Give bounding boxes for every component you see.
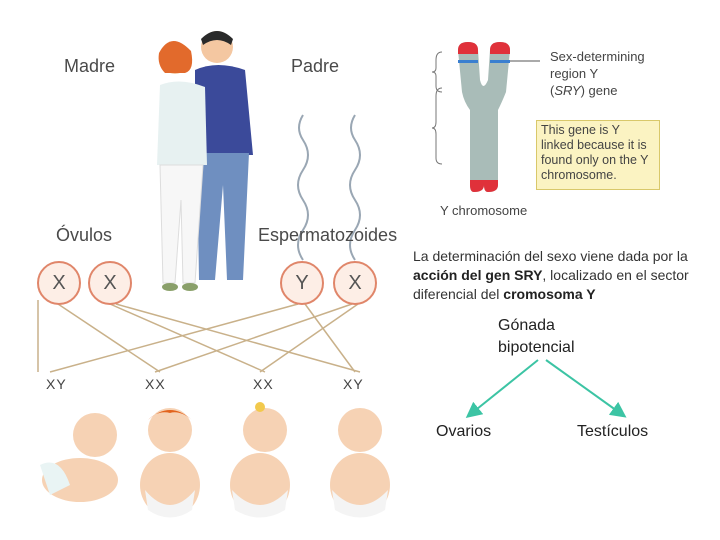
gonad-line-2: bipotencial [498, 339, 575, 356]
sperm-2: X [333, 261, 377, 305]
sperm-label: Espermatozoides [258, 225, 398, 245]
sry-line-1: Sex-determining [550, 49, 645, 64]
text-part-1: La determinación del sexo viene dada por… [413, 248, 688, 264]
ovum-2: X [88, 261, 132, 305]
father-label: Padre [291, 56, 340, 76]
sry-region-label: Sex-determining region Y (SRY) gene [550, 48, 645, 99]
bipotential-gonad-label: Gónada bipotencial [498, 315, 575, 359]
text-bold-2: cromosoma Y [503, 286, 596, 302]
sperm-1: Y [280, 261, 324, 305]
sry-gene-word: gene [584, 83, 618, 98]
y-linked-note: This gene is Y linked because it is foun… [536, 120, 660, 190]
babies-illustration [40, 402, 390, 518]
sry-abbr: SRY [554, 83, 581, 98]
offspring-genotype-2: XX [145, 376, 166, 392]
sperm-tails [297, 114, 361, 261]
gonad-line-1: Gónada [498, 317, 555, 334]
offspring-genotype-1: XY [46, 376, 67, 392]
parents-illustration [157, 31, 253, 291]
offspring-genotype-3: XX [253, 376, 274, 392]
ova-label: Óvulos [56, 225, 113, 245]
sex-determination-text: La determinación del sexo viene dada por… [413, 247, 713, 304]
ovum-1: X [37, 261, 81, 305]
offspring-genotype-4: XY [343, 376, 364, 392]
sry-line-3: (SRY) gene [550, 83, 618, 98]
tree-branches [465, 359, 627, 419]
text-bold-1: acción del gen SRY [413, 267, 543, 283]
branch-to-testes [545, 359, 627, 418]
branch-to-ovaries [465, 359, 539, 419]
mother-label: Madre [64, 56, 116, 76]
testes-label: Testículos [577, 423, 649, 440]
y-chromosome-illustration [431, 42, 540, 192]
y-chromosome-caption: Y chromosome [440, 203, 528, 218]
cross-lines [37, 300, 361, 373]
text-part-2: , localizado en el sector diferencial de… [413, 267, 689, 302]
ovaries-label: Ovarios [436, 423, 492, 440]
sry-line-2: region Y [550, 66, 599, 81]
